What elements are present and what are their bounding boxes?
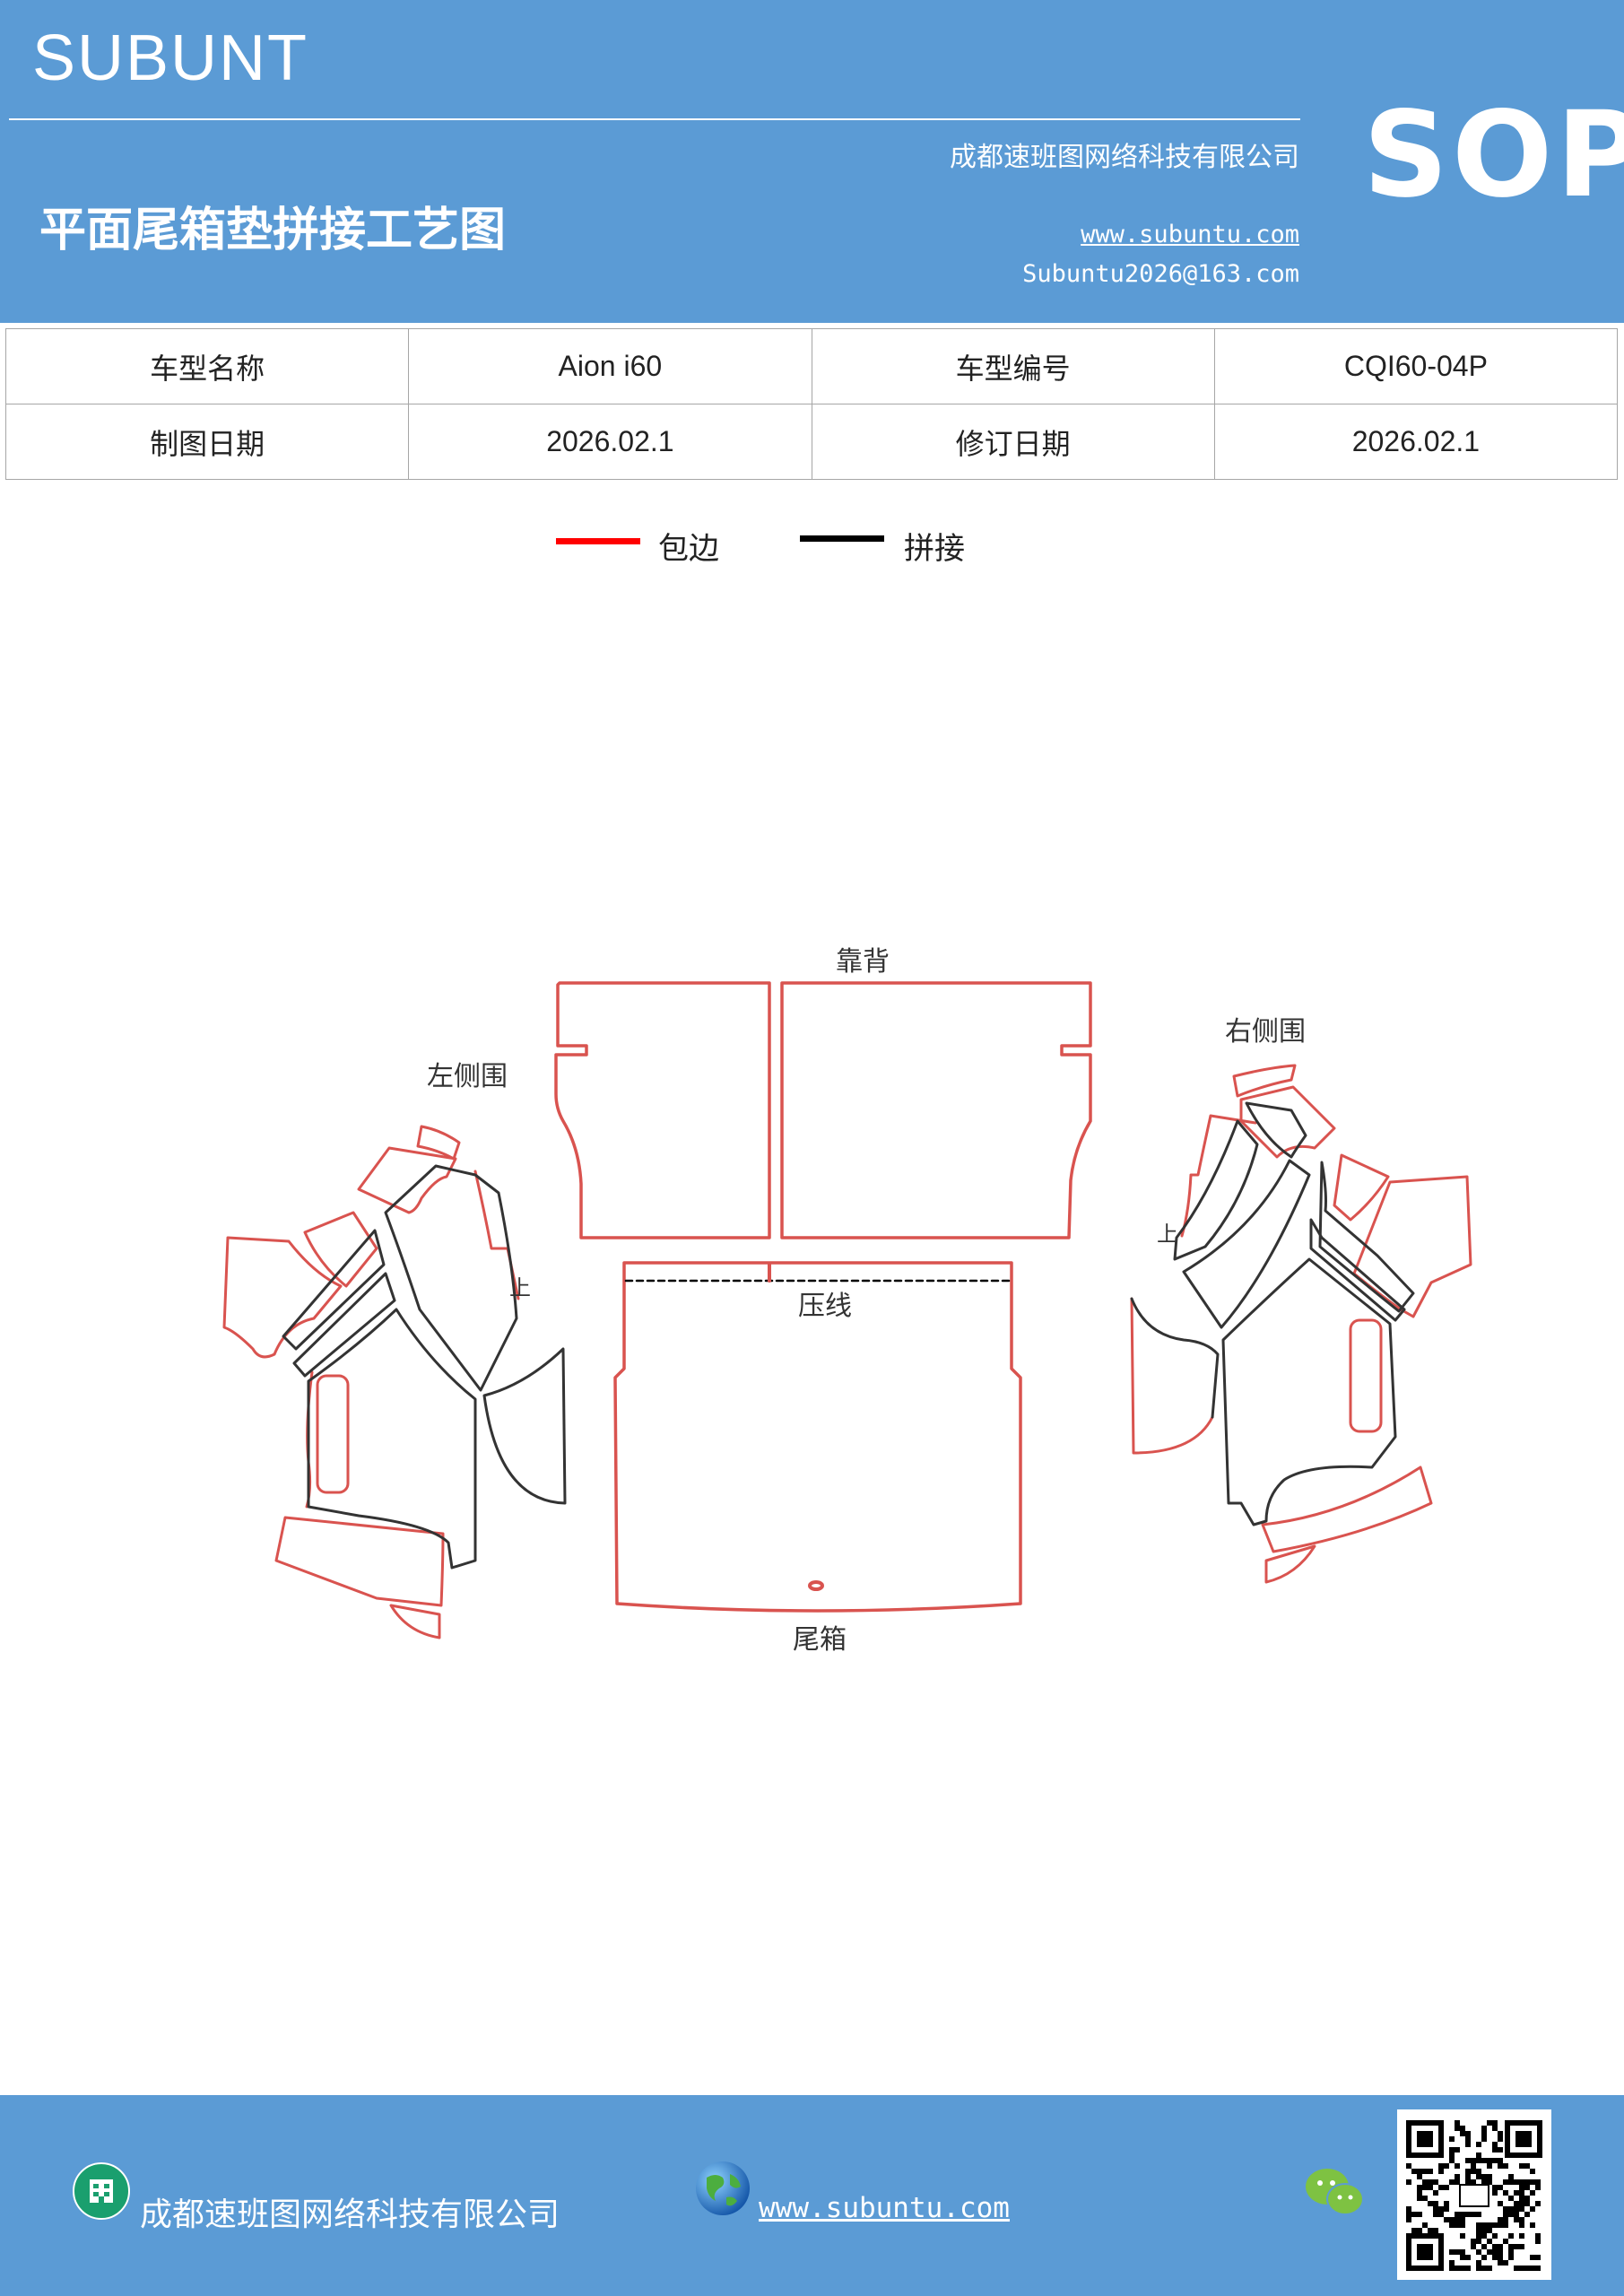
left-up-mark: 上 <box>509 1275 531 1300</box>
right-side-edge-upper <box>1180 1114 1257 1238</box>
right-side-top-strip <box>1232 1064 1297 1098</box>
left-side-label: 左侧围 <box>427 1061 508 1092</box>
left-side-seam-3 <box>292 1272 396 1378</box>
right-side-seam-corner <box>1130 1297 1220 1419</box>
header-divider <box>9 118 1300 120</box>
right-side-seam-main <box>1221 1257 1397 1526</box>
model-code-value: CQI60-04P <box>1213 328 1619 404</box>
header-banner: SUBUNT 成都速班图网络科技有限公司 平面尾箱垫拼接工艺图 www.subu… <box>0 0 1624 323</box>
trunk-drain-hole <box>808 1580 824 1591</box>
sop-badge: SOP <box>1363 86 1624 224</box>
left-side-seam-1 <box>384 1164 518 1392</box>
building-icon <box>73 2162 130 2220</box>
right-side-seam-2 <box>1173 1119 1259 1261</box>
legend-edge-label: 包边 <box>658 531 719 567</box>
wechat-icon <box>1306 2169 1364 2215</box>
right-side-slot <box>1349 1318 1383 1433</box>
left-side-seam-main <box>307 1308 477 1570</box>
right-side-label: 右侧围 <box>1225 1016 1306 1048</box>
company-name: 成都速班图网络科技有限公司 <box>950 142 1299 173</box>
footer-banner: 成都速班图网络科技有限公司 www.subuntu.com <box>0 2095 1624 2296</box>
table-row: 制图日期 2026.02.1 修订日期 2026.02.1 <box>4 404 1619 480</box>
left-side-wing-tab <box>303 1211 378 1288</box>
backrest-label: 靠背 <box>836 946 890 978</box>
right-up-mark: 上 <box>1157 1222 1178 1247</box>
revision-date-value: 2026.02.1 <box>1213 404 1619 480</box>
drawing-date-value: 2026.02.1 <box>408 404 812 480</box>
left-side-edge-upper <box>473 1170 520 1300</box>
model-name-label: 车型名称 <box>4 328 410 404</box>
table-row: 车型名称 Aion i60 车型编号 CQI60-04P <box>4 328 1619 404</box>
document-title: 平面尾箱垫拼接工艺图 <box>39 203 507 257</box>
backrest-left-panel <box>554 981 771 1239</box>
left-side-seam-corner <box>482 1347 567 1505</box>
right-side-edge-lower <box>1130 1297 1214 1455</box>
legend-seam-line <box>800 535 884 542</box>
footer-company-name: 成都速班图网络科技有限公司 <box>140 2196 560 2233</box>
right-side-seam-4 <box>1318 1161 1415 1313</box>
legend-edge-line <box>556 538 640 544</box>
drawing-date-label: 制图日期 <box>4 404 410 480</box>
mat-layout-diagram: 靠背 左侧围 右侧围 压线 尾箱 上 上 <box>222 946 1472 1656</box>
qr-code <box>1397 2109 1551 2280</box>
website-link[interactable]: www.subuntu.com <box>1081 221 1299 248</box>
press-line-label: 压线 <box>798 1291 852 1322</box>
model-name-value: Aion i60 <box>408 328 812 404</box>
right-side-seam-1 <box>1245 1101 1307 1159</box>
left-side-slot <box>316 1374 350 1494</box>
trunk-label: 尾箱 <box>793 1624 847 1656</box>
right-side-bottom-strip <box>1261 1465 1433 1553</box>
right-side-bottom-tab <box>1264 1544 1316 1584</box>
revision-date-label: 修订日期 <box>811 404 1215 480</box>
email-address: Subuntu2026@163.com <box>1022 260 1299 288</box>
trunk-panel <box>613 1261 1022 1613</box>
left-side-bottom-tab <box>389 1604 441 1639</box>
right-side-wing-tab <box>1333 1153 1390 1222</box>
globe-icon <box>696 2161 750 2215</box>
vehicle-info-table: 车型名称 Aion i60 车型编号 CQI60-04P 制图日期 2026.0… <box>4 328 1619 480</box>
model-code-label: 车型编号 <box>811 328 1215 404</box>
left-side-bottom-strip <box>274 1516 445 1607</box>
left-side-wing <box>222 1236 343 1359</box>
brand-name: SUBUNT <box>32 22 309 94</box>
left-side-upper-piece <box>357 1146 457 1214</box>
right-side-seam-3 <box>1182 1159 1311 1329</box>
legend-seam-label: 拼接 <box>904 531 965 567</box>
right-side-seam-5 <box>1309 1218 1406 1322</box>
left-side-seam-2 <box>282 1229 386 1351</box>
backrest-right-panel <box>780 981 1092 1239</box>
footer-website-link[interactable]: www.subuntu.com <box>759 2192 1010 2224</box>
